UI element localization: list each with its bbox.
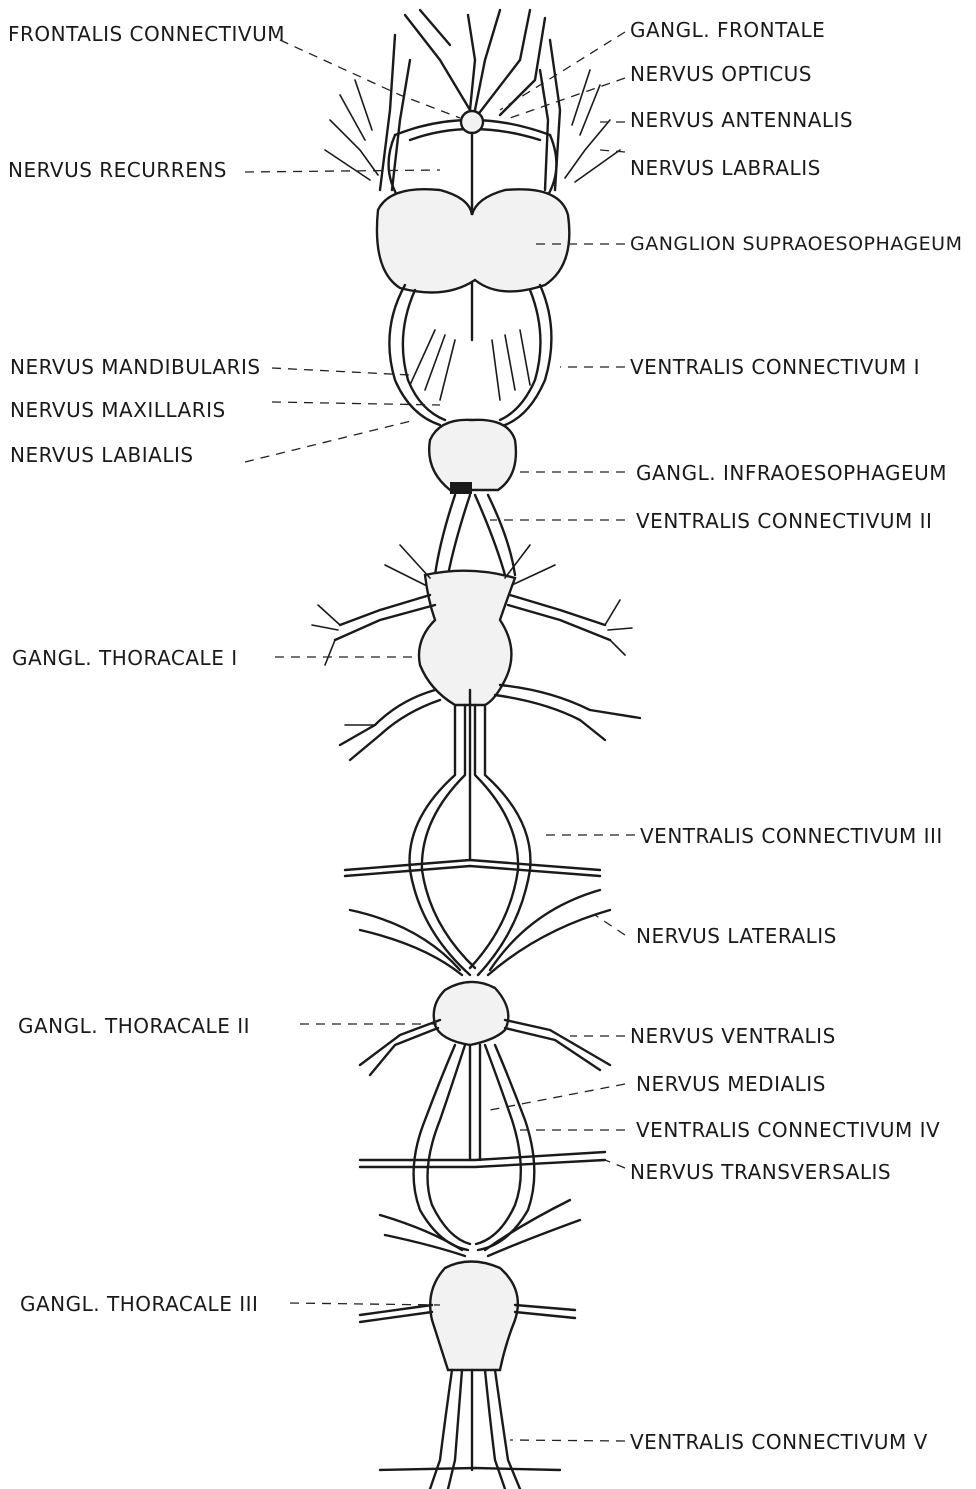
gangl-infraoesophageum-shape xyxy=(429,420,516,490)
label-nervus-labialis: NERVUS LABIALIS xyxy=(10,443,194,467)
gangl-infraoesophageum-dark-mark xyxy=(450,482,472,494)
label-gangl-thoracale-3: GANGL. THORACALE III xyxy=(20,1292,258,1316)
label-nervus-recurrens: NERVUS RECURRENS xyxy=(8,158,227,182)
label-ventralis-connectivum-4: VENTRALIS CONNECTIVUM IV xyxy=(636,1118,940,1142)
connectivum-1 xyxy=(389,285,551,425)
label-nervus-labralis: NERVUS LABRALIS xyxy=(630,156,821,180)
label-gangl-thoracale-1: GANGL. THORACALE I xyxy=(12,646,238,670)
label-ganglion-supraoesophageum: GANGLION SUPRAOESOPHAGEUM xyxy=(630,232,963,256)
label-nervus-medialis: NERVUS MEDIALIS xyxy=(636,1072,826,1096)
label-ventralis-connectivum-1: VENTRALIS CONNECTIVUM I xyxy=(630,355,920,379)
head-nerves xyxy=(325,10,620,340)
label-nervus-ventralis: NERVUS VENTRALIS xyxy=(630,1024,836,1048)
label-ventralis-connectivum-3: VENTRALIS CONNECTIVUM III xyxy=(640,824,943,848)
label-nervus-maxillaris: NERVUS MAXILLARIS xyxy=(10,398,226,422)
label-nervus-lateralis: NERVUS LATERALIS xyxy=(636,924,837,948)
label-nervus-antennalis: NERVUS ANTENNALIS xyxy=(630,108,853,132)
label-gangl-infraoesophageum: GANGL. INFRAOESOPHAGEUM xyxy=(636,461,947,485)
label-ventralis-connectivum-5: VENTRALIS CONNECTIVUM V xyxy=(630,1430,928,1454)
label-gangl-thoracale-2: GANGL. THORACALE II xyxy=(18,1014,250,1038)
label-nervus-opticus: NERVUS OPTICUS xyxy=(630,62,812,86)
gangl-thoracale-3-shape xyxy=(430,1262,518,1371)
gangl-thoracale-2-shape xyxy=(434,982,509,1045)
label-ventralis-connectivum-2: VENTRALIS CONNECTIVUM II xyxy=(636,509,932,533)
label-gangl-frontale: GANGL. FRONTALE xyxy=(630,18,825,42)
label-nervus-transversalis: NERVUS TRANSVERSALIS xyxy=(630,1160,891,1184)
gangl-frontale-shape xyxy=(461,111,483,133)
label-frontalis-connectivum: FRONTALIS CONNECTIVUM xyxy=(8,22,285,46)
label-nervus-mandibularis: NERVUS MANDIBULARIS xyxy=(10,355,261,379)
